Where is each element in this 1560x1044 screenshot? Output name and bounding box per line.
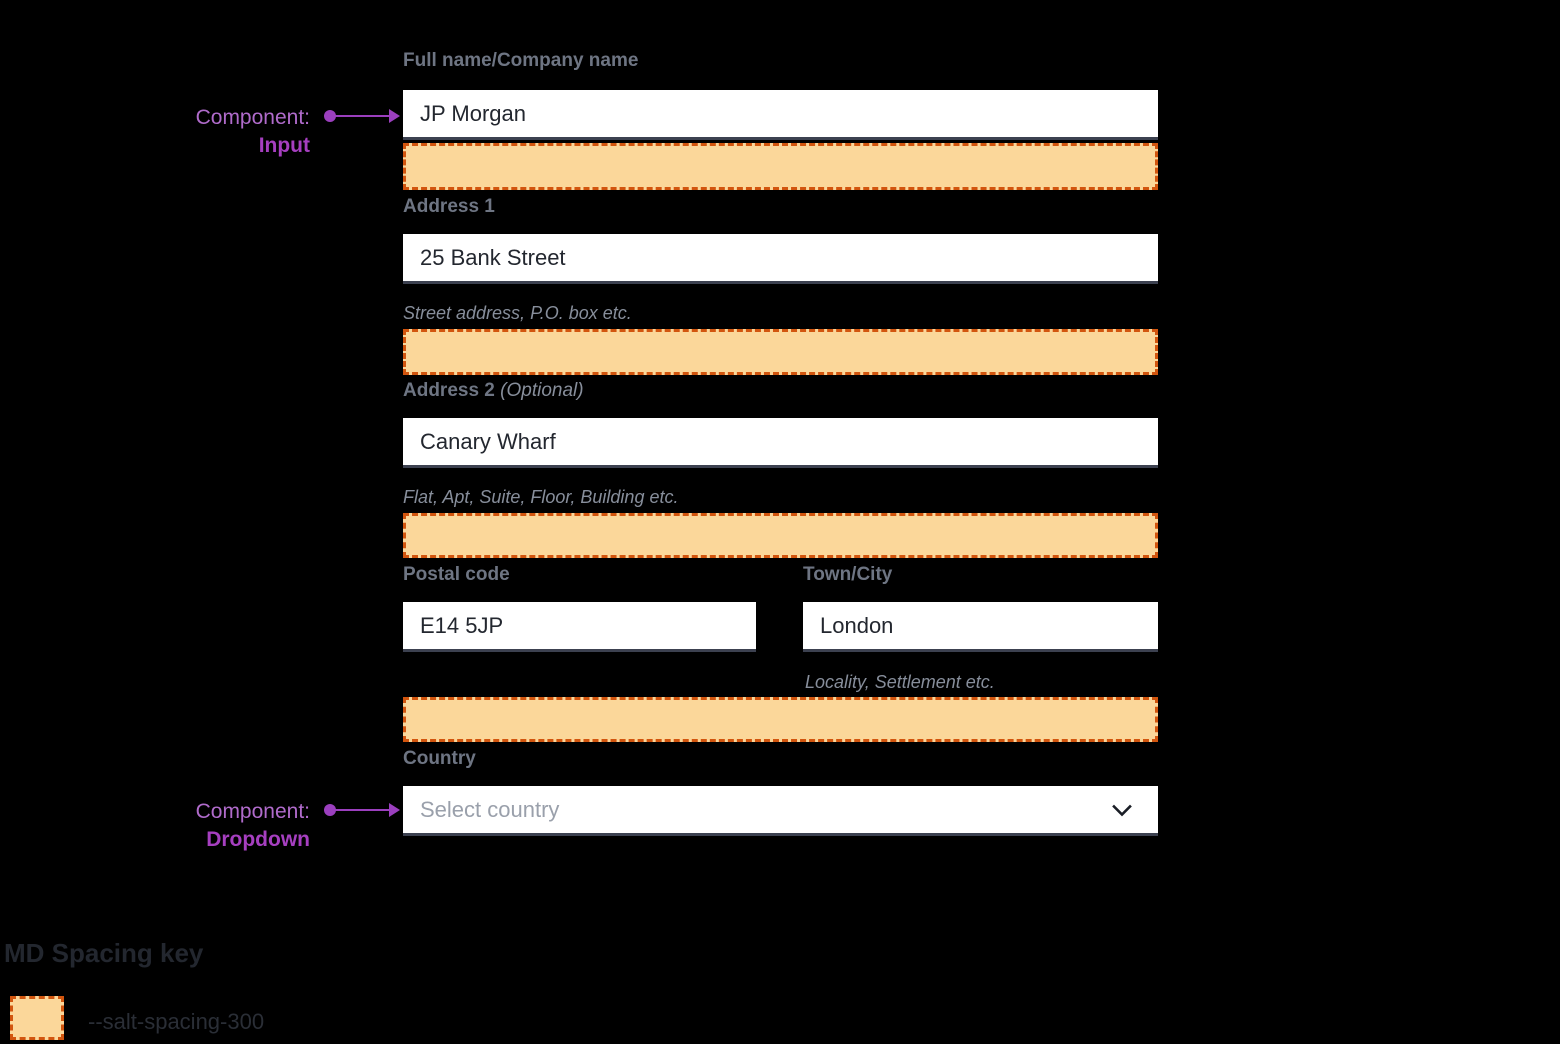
- label-postal-code: Postal code: [403, 564, 510, 586]
- spacing-block-2: [403, 329, 1158, 375]
- helper-text: Street address, P.O. box etc.: [403, 303, 632, 323]
- annotation-dropdown: Component: Dropdown: [60, 798, 310, 855]
- input-value: JP Morgan: [420, 100, 526, 126]
- chevron-down-icon[interactable]: [1109, 797, 1135, 823]
- label-country: Country: [403, 748, 476, 770]
- dropdown-country[interactable]: Select country: [403, 786, 1158, 836]
- annotation-lead: Component:: [195, 106, 310, 129]
- input-town-city[interactable]: London: [803, 602, 1158, 652]
- label-text: Address 2: [403, 380, 495, 401]
- label-text: Town/City: [803, 564, 893, 585]
- input-address-2[interactable]: Canary Wharf: [403, 418, 1158, 468]
- annotation-arrow-dropdown: [389, 803, 400, 817]
- input-value: E14 5JP: [420, 612, 504, 638]
- legend-title: MD Spacing key: [4, 938, 203, 969]
- label-address-1: Address 1: [403, 196, 495, 218]
- annotation-input: Component: Input: [60, 104, 310, 161]
- annotation-line-dropdown: [332, 809, 392, 811]
- annotation-kind: Dropdown: [206, 828, 310, 852]
- helper-text: Locality, Settlement etc.: [805, 672, 995, 692]
- helper-text: Flat, Apt, Suite, Floor, Building etc.: [403, 487, 679, 507]
- dropdown-placeholder: Select country: [420, 796, 560, 822]
- annotation-line-input: [332, 115, 392, 117]
- legend-title-text: MD Spacing key: [4, 938, 204, 968]
- helper-address-1: Street address, P.O. box etc.: [403, 303, 632, 324]
- input-value: Canary Wharf: [420, 428, 556, 454]
- legend-token-text: --salt-spacing-300: [88, 1009, 265, 1034]
- annotation-dot-input: [324, 110, 336, 122]
- input-full-name[interactable]: JP Morgan: [403, 90, 1158, 140]
- label-text: Full name/Company name: [403, 50, 639, 71]
- label-text: Address 1: [403, 196, 495, 217]
- helper-address-2: Flat, Apt, Suite, Floor, Building etc.: [403, 487, 678, 508]
- annotation-kind: Input: [258, 134, 310, 158]
- legend-label-spacing-300: --salt-spacing-300: [88, 1009, 264, 1035]
- label-full-name: Full name/Company name: [403, 50, 638, 72]
- input-address-1[interactable]: 25 Bank Street: [403, 234, 1158, 284]
- annotation-dot-dropdown: [324, 804, 336, 816]
- input-value: London: [820, 612, 894, 638]
- spacing-block-3: [403, 513, 1158, 558]
- legend-swatch-spacing-300: [10, 996, 64, 1040]
- annotation-arrow-input: [389, 109, 400, 123]
- optional-marker: (Optional): [500, 380, 584, 401]
- input-postal-code[interactable]: E14 5JP: [403, 602, 756, 652]
- label-text: Country: [403, 748, 476, 769]
- label-text: Postal code: [403, 564, 510, 585]
- label-address-2: Address 2 (Optional): [403, 380, 584, 402]
- input-value: 25 Bank Street: [420, 244, 566, 270]
- helper-town-city: Locality, Settlement etc.: [805, 672, 995, 693]
- spacing-block-4: [403, 697, 1158, 742]
- annotation-lead: Component:: [195, 800, 310, 823]
- label-town-city: Town/City: [803, 564, 892, 586]
- spacing-block-1: [403, 143, 1158, 190]
